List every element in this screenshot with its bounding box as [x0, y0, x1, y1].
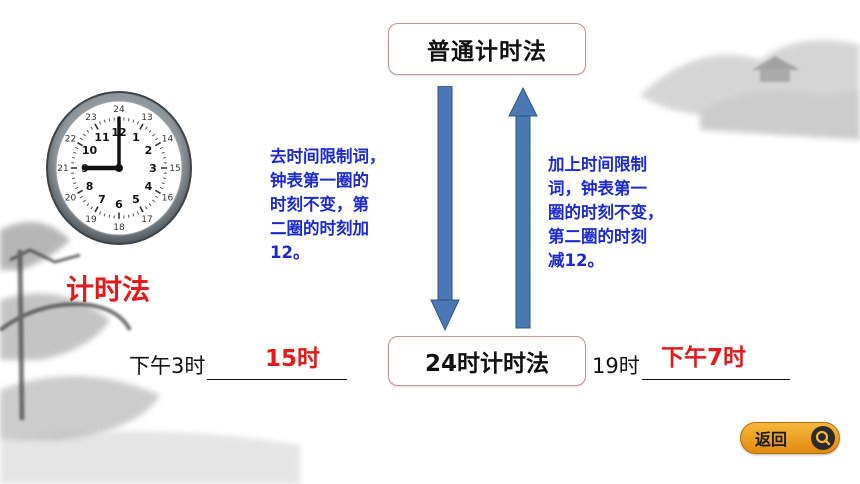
clock-tick	[159, 187, 164, 190]
clock-tick	[152, 199, 155, 203]
clock-tick	[86, 203, 90, 207]
clock-tick	[161, 151, 165, 154]
clock-inner-number: 4	[145, 180, 153, 193]
clock-inner-number: 5	[132, 193, 140, 206]
search-icon	[811, 426, 835, 450]
clock-outer-number: 14	[162, 135, 174, 145]
clock-tick	[90, 126, 93, 130]
subtract-12-rule-note: 加上时间限制 词，钟表第一 圈的时刻不变， 第二圈的时刻 减12。	[548, 155, 664, 270]
clock-tick	[148, 129, 152, 133]
clock-tick	[83, 133, 86, 137]
clock-tick	[94, 123, 99, 130]
clock-tick	[132, 119, 135, 123]
clock-tick	[103, 119, 106, 123]
clock-outer-number: 21	[57, 164, 68, 174]
clock-inner-number: 3	[149, 162, 157, 175]
clock-tick	[154, 189, 161, 195]
clock-tick	[159, 146, 164, 149]
question-1: 下午3时	[129, 350, 348, 380]
clock-tick	[132, 213, 135, 217]
clock-tick	[127, 118, 130, 122]
clock-tick	[73, 151, 77, 154]
normal-timekeeping-box: 普通计时法	[388, 23, 586, 75]
clock-tick	[103, 213, 106, 217]
clock-tick	[136, 211, 139, 215]
clock-inner-number: 7	[98, 193, 106, 206]
clock-tick	[154, 141, 161, 147]
clock-tick	[145, 206, 148, 210]
clock-outer-number: 18	[113, 223, 125, 233]
clock-tick	[90, 206, 93, 210]
clock-tick	[74, 187, 79, 190]
clock-outer-number: 19	[85, 215, 97, 225]
clock-tick	[71, 177, 76, 179]
clock-tick	[108, 214, 111, 218]
clock-tick	[79, 195, 83, 199]
clock-outer-number: 15	[169, 164, 180, 174]
clock-tick	[162, 177, 167, 179]
back-button-label: 返回	[755, 430, 788, 449]
clock-tick	[139, 206, 144, 213]
clock-tick	[155, 137, 159, 141]
clock-tick	[139, 123, 144, 130]
clock-tick	[79, 137, 83, 141]
clock-tick	[145, 126, 148, 130]
clock-tick	[83, 199, 86, 203]
24-hour-timekeeping-box: 24时计时法	[388, 336, 586, 386]
question-2-answer: 下午7时	[661, 345, 747, 371]
clock-outer-number: 23	[85, 113, 96, 123]
clock-outer-number: 20	[65, 194, 77, 204]
clock-outer-number: 24	[113, 105, 125, 115]
clock-tick	[127, 214, 130, 218]
clock-inner-number: 2	[145, 144, 153, 157]
clock-inner-number: 10	[82, 144, 98, 157]
clock-tick	[152, 133, 155, 137]
question-1-answer: 15时	[265, 346, 321, 372]
clock-tick	[77, 189, 84, 195]
question-1-blank	[207, 357, 348, 380]
clock-face: 241213114215316417518619720821922102311	[46, 91, 192, 245]
clock-tick	[74, 146, 79, 149]
clock-tick	[99, 211, 102, 215]
clock-tick	[155, 195, 159, 199]
clock-tick	[77, 141, 84, 147]
clock-inner-number: 11	[94, 131, 109, 144]
clock-outer-number: 13	[141, 113, 152, 123]
clock-outer-number: 16	[162, 194, 174, 204]
clock-outer-number: 22	[65, 135, 76, 145]
question-2-blank	[641, 357, 790, 380]
up-arrow	[508, 86, 538, 329]
clock-tick	[99, 121, 102, 125]
clock-inner-number: 6	[115, 198, 123, 211]
clock-outer-number: 17	[141, 215, 152, 225]
clock-tick	[136, 121, 139, 125]
question-2: 19时	[592, 350, 790, 380]
question-2-prefix: 19时	[592, 354, 640, 378]
clock-tick	[162, 157, 167, 159]
clock-tick	[108, 118, 111, 122]
question-1-prefix: 下午3时	[129, 354, 206, 378]
back-button[interactable]: 返回	[740, 422, 840, 454]
clock-tick	[86, 129, 90, 133]
clock-tick	[94, 206, 99, 213]
clock-tick	[161, 182, 165, 185]
clock-tick	[148, 203, 152, 207]
clock-inner-number: 1	[132, 131, 140, 144]
down-arrow	[430, 86, 460, 332]
add-12-rule-note: 去时间限制词， 钟表第一圈的 时刻不变，第 二圈的时刻加 12。	[270, 147, 386, 262]
clock-tick	[73, 182, 77, 185]
clock-title: 计时法	[66, 273, 151, 306]
clock-tick	[71, 157, 76, 159]
clock-inner-number: 8	[86, 180, 94, 193]
